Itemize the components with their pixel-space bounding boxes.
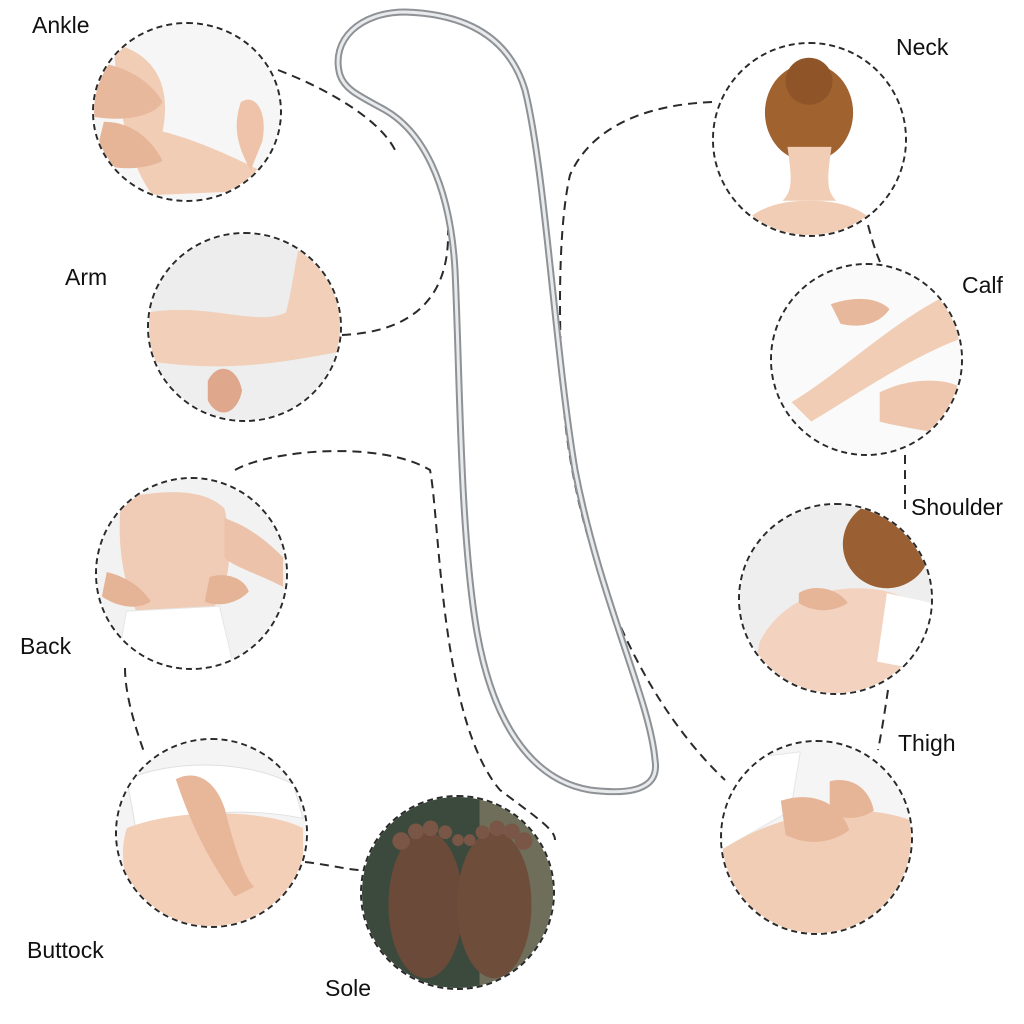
label-shoulder: Shoulder	[911, 494, 1004, 520]
label-back: Back	[20, 633, 72, 659]
connector-neck-calf	[867, 224, 881, 263]
connector-buttock-sole	[304, 861, 361, 871]
sole-photo	[360, 795, 555, 990]
label-thigh: Thigh	[898, 730, 956, 756]
label-buttock: Buttock	[27, 937, 104, 963]
ankle-image	[94, 24, 280, 200]
thigh-image	[722, 742, 911, 933]
neck-photo	[712, 42, 907, 237]
shoulder-photo	[738, 503, 933, 695]
neck-image	[714, 44, 905, 235]
back-photo	[95, 477, 288, 670]
connector-back-buttock	[124, 667, 146, 756]
gua-sha-tool	[334, 8, 660, 796]
connector-neck	[559, 101, 726, 781]
buttock-image	[117, 740, 306, 926]
arm-image	[149, 234, 340, 420]
buttock-photo	[115, 738, 308, 928]
label-sole: Sole	[325, 975, 372, 1001]
thigh-photo	[720, 740, 913, 935]
label-ankle: Ankle	[32, 12, 90, 38]
arm-photo	[147, 232, 342, 422]
ankle-photo	[92, 22, 282, 202]
calf-image	[772, 265, 961, 454]
back-image	[97, 479, 286, 668]
connector-back	[234, 450, 556, 841]
shoulder-image	[740, 505, 931, 693]
label-calf: Calf	[962, 272, 1003, 298]
connector-ankle	[277, 69, 396, 151]
calf-photo	[770, 263, 963, 456]
label-neck: Neck	[896, 34, 949, 60]
connector-arm	[341, 229, 450, 336]
label-arm: Arm	[65, 264, 108, 290]
sole-image	[362, 797, 553, 988]
connector-shoulder-thigh	[877, 689, 889, 751]
